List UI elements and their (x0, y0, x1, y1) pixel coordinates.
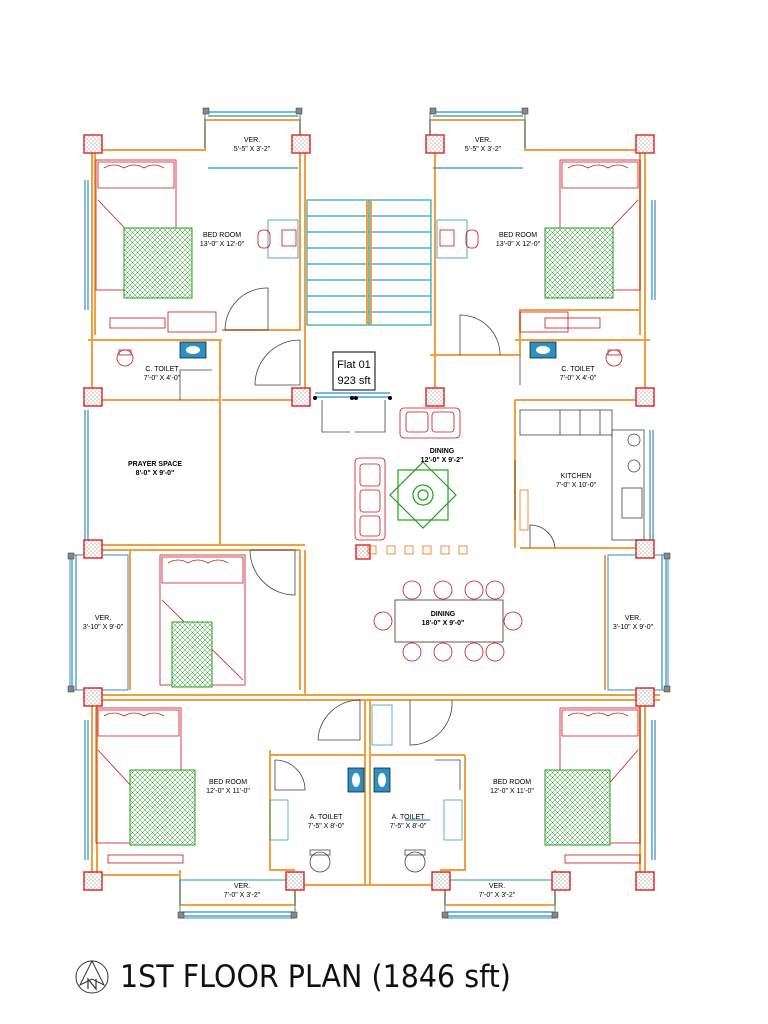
staircase (306, 199, 432, 326)
room-name: C. TOILET (561, 366, 595, 373)
flat-name: Flat 01 (337, 359, 371, 371)
room-size: 7'-0" X 3'-2" (479, 892, 516, 899)
room-name: BED ROOM (499, 232, 537, 239)
room-name: PRAYER SPACE (128, 461, 182, 468)
room-name: VER. (95, 615, 111, 622)
room-name: KITCHEN (561, 473, 592, 480)
room-size: 8'-0" X 9'-0" (136, 470, 175, 477)
room-size: 7'-5" X 8'-0" (390, 823, 427, 830)
room-size: 7'-0" X 10'-0" (556, 482, 597, 489)
room-name: BED ROOM (209, 779, 247, 786)
columns (83, 134, 655, 891)
room-name: A. TOILET (310, 814, 344, 821)
corner-blocks (67, 107, 671, 919)
plan-title: 1ST FLOOR PLAN (1846 sft) (74, 952, 545, 1002)
door-jambs (313, 396, 392, 400)
room-name: A. TOILET (392, 814, 426, 821)
room-name: DINING (430, 448, 455, 455)
room-name: VER. (244, 137, 260, 144)
room-name: C. TOILET (145, 366, 179, 373)
room-size: 12'-0" X 11'-0" (206, 788, 250, 795)
plan-title-text: 1ST FLOOR PLAN (1846 sft) (120, 959, 511, 995)
room-size: 12'-0" X 9'-2" (421, 457, 464, 464)
room-size: 7'-0" X 3'-2" (224, 892, 261, 899)
room-size: 5'-5" X 3'-2" (465, 146, 502, 153)
flat-area: 923 sft (337, 375, 370, 387)
rugs (123, 227, 614, 846)
room-name: DINING (431, 611, 456, 618)
room-size: 3'-10" X 9'-0" (613, 624, 654, 631)
room-name: BED ROOM (493, 779, 531, 786)
room-labels: VER. 5'-5" X 3'-2" VER. 5'-5" X 3'-2" BE… (83, 137, 654, 899)
room-size: 13'-0" X 12'-0" (496, 241, 541, 248)
basins (179, 341, 557, 793)
room-size: 7'-0" X 4'-0" (560, 375, 597, 382)
room-size: 7'-0" X 4'-0" (144, 375, 181, 382)
doors (179, 287, 556, 791)
north-arrow-icon (75, 959, 109, 994)
windows (71, 111, 667, 917)
flat-label-box: Flat 01 923 sft (332, 351, 376, 391)
room-name: VER. (489, 883, 505, 890)
room-size: 13'-0" X 12'-0" (200, 241, 245, 248)
room-size: 5'-5" X 3'-2" (234, 146, 271, 153)
stair-rail (366, 200, 372, 325)
room-name: VER. (625, 615, 641, 622)
room-size: 7'-5" X 8'-0" (308, 823, 345, 830)
room-size: 12'-0" X 11'-0" (490, 788, 534, 795)
room-size: 3'-10" X 9'-0" (83, 624, 124, 631)
center-table (389, 461, 457, 529)
room-name: BED ROOM (203, 232, 241, 239)
room-name: VER. (475, 137, 491, 144)
room-size: 18'-0" X 9'-0" (422, 620, 465, 627)
room-name: VER. (234, 883, 250, 890)
